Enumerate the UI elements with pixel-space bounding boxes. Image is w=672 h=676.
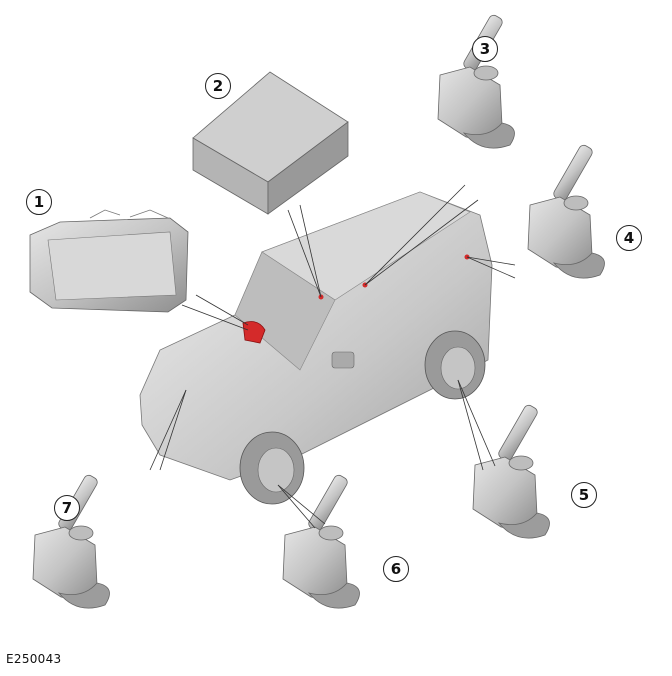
- vehicle-illustration: [139, 191, 493, 505]
- leader-lines: [149, 184, 516, 529]
- instrument-cluster-illustration: [29, 209, 189, 313]
- tpms-sensor-5-illustration: [472, 403, 550, 539]
- callout-4: 4: [616, 225, 642, 251]
- control-module-illustration: [192, 71, 349, 215]
- figure-id-label: E250043: [6, 652, 62, 666]
- callout-1: 1: [26, 189, 52, 215]
- callout-5: 5: [571, 482, 597, 508]
- cluster-location-highlight: [242, 321, 266, 344]
- tpms-sensor-3-illustration: [437, 13, 515, 149]
- tpms-sensor-7-illustration: [32, 473, 110, 609]
- callout-6: 6: [383, 556, 409, 582]
- callout-7: 7: [54, 495, 80, 521]
- tpms-sensor-4-illustration: [527, 143, 605, 279]
- callout-2: 2: [205, 73, 231, 99]
- callout-3: 3: [472, 36, 498, 62]
